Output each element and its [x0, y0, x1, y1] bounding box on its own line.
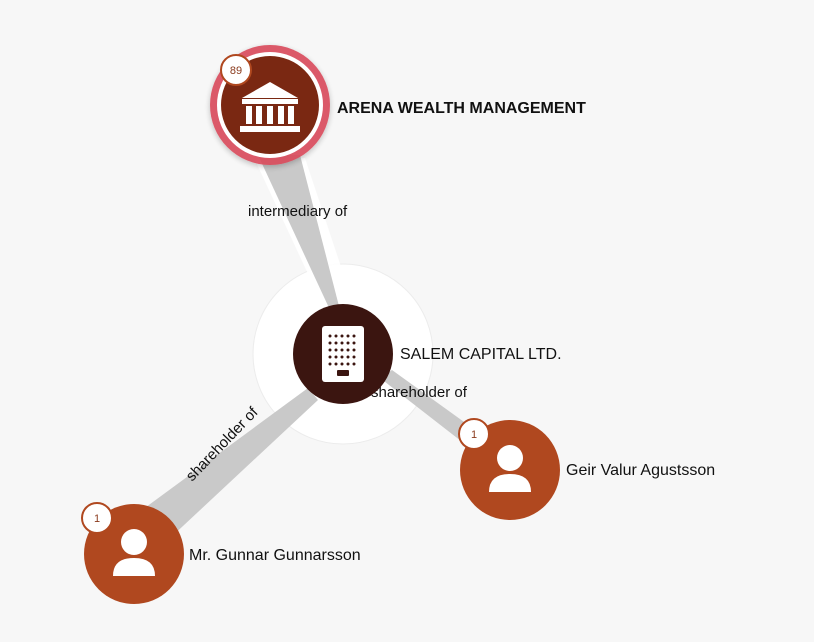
badge-count: 1 [471, 429, 477, 441]
edge-label-intermediary: intermediary of [248, 203, 348, 220]
edges [142, 155, 478, 540]
edge-geir-shareholder[interactable] [380, 370, 478, 448]
connection-count-badge [220, 54, 252, 86]
node-salem-capital[interactable]: SALEM CAPITAL LTD. [293, 304, 562, 404]
node-label-salem: SALEM CAPITAL LTD. [400, 346, 562, 363]
node-gunnar-gunnarsson[interactable]: 1 Mr. Gunnar Gunnarsson [81, 502, 361, 604]
office-building-icon [322, 326, 364, 382]
person-icon [113, 529, 155, 576]
bank-icon [240, 82, 300, 132]
badge-count: 89 [230, 65, 242, 77]
badge-count: 1 [94, 513, 100, 525]
edge-label-geir-shareholder: shareholder of [371, 384, 468, 401]
node-geir-valur-agustsson[interactable]: 1 Geir Valur Agustsson [458, 418, 715, 520]
connection-count-badge [458, 418, 490, 450]
connection-count-badge [81, 502, 113, 534]
person-icon [489, 445, 531, 492]
edge-gunnar-shareholder[interactable] [142, 388, 318, 540]
node-label-geir: Geir Valur Agustsson [566, 462, 715, 479]
node-label-gunnar: Mr. Gunnar Gunnarsson [189, 547, 361, 564]
node-label-arena: ARENA WEALTH MANAGEMENT [337, 100, 586, 117]
node-arena-wealth-management[interactable]: 89 ARENA WEALTH MANAGEMENT [210, 45, 586, 165]
edge-intermediary[interactable] [258, 155, 340, 310]
